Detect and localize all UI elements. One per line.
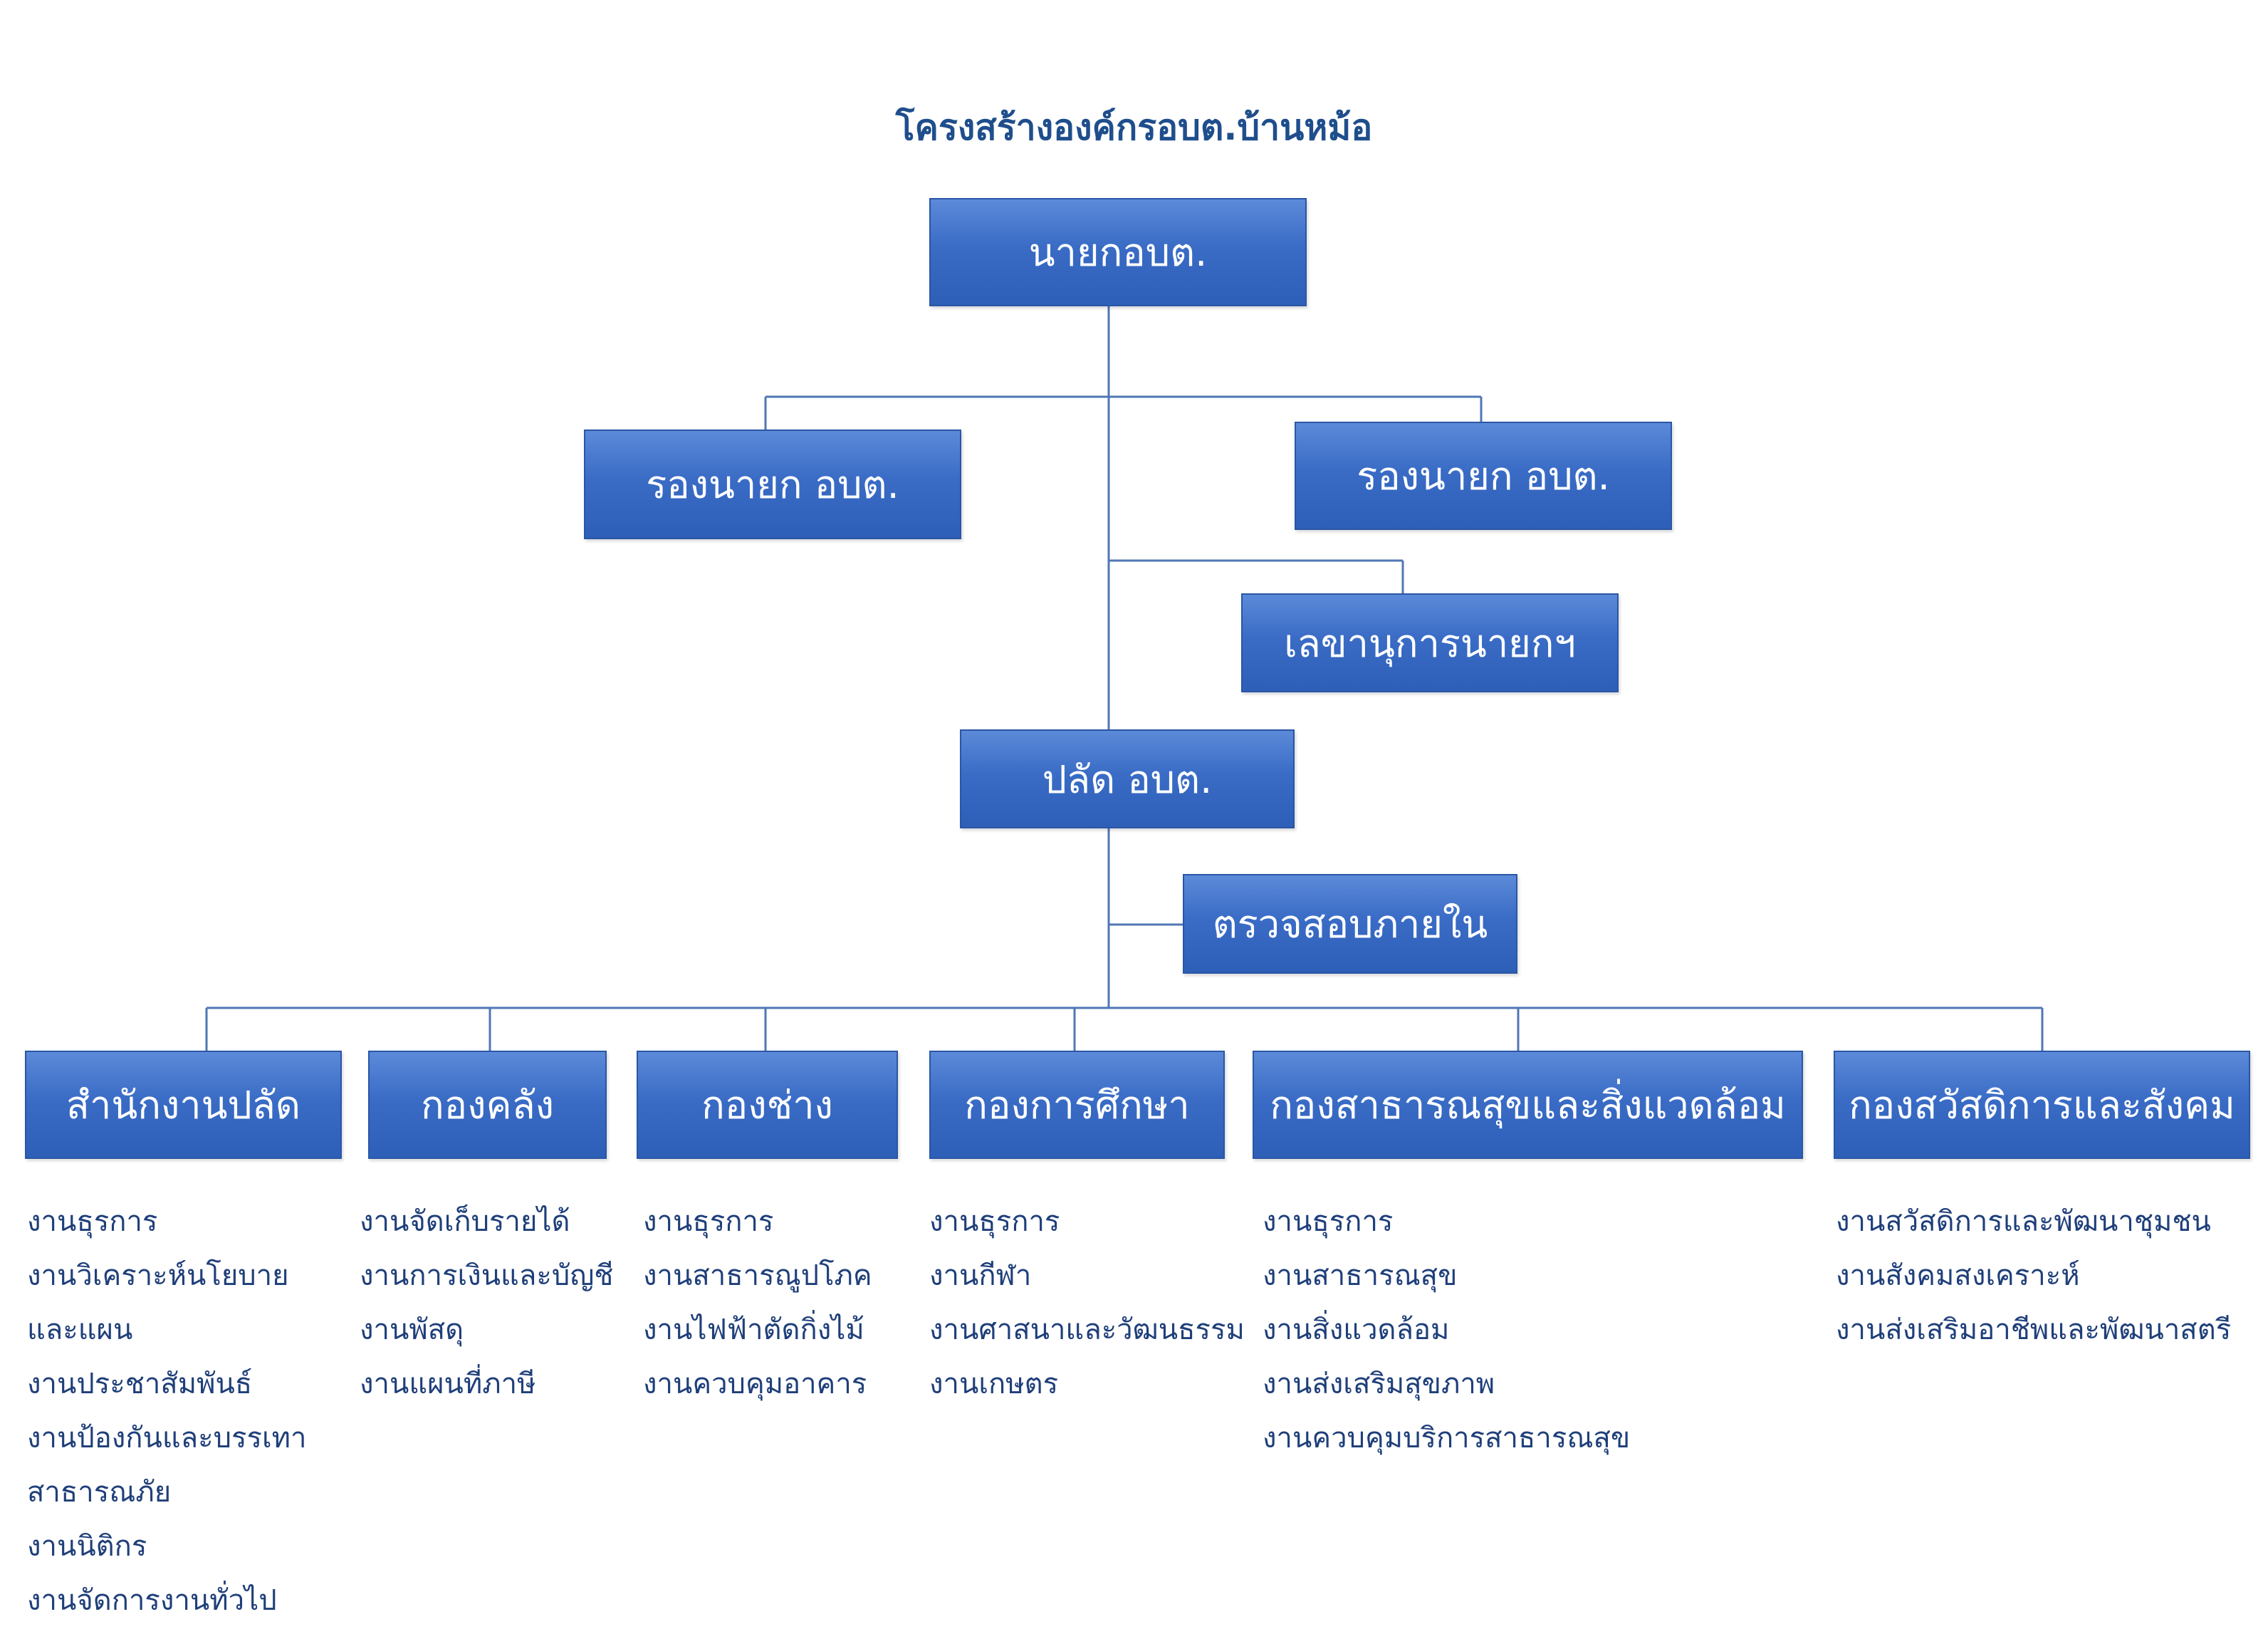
list-item: งานประชาสัมพันธ์ <box>27 1368 253 1400</box>
department-box-office: สำนักงานปลัด <box>25 1051 342 1159</box>
list-item: งานจัดการงานทั่วไป <box>27 1584 277 1617</box>
list-item: งานธุรการ <box>1263 1205 1394 1238</box>
deputy-mayor-right-box: รองนายก อบต. <box>1295 422 1672 530</box>
list-item: และแผน <box>27 1313 133 1346</box>
task-list-office: งานธุรการ งานวิเคราะห์นโยบาย และแผน งานป… <box>27 1195 306 1628</box>
list-item: งานสาธารณสุข <box>1263 1259 1458 1292</box>
list-item: งานควบคุมอาคาร <box>643 1368 867 1400</box>
secretary-box: เลขานุการนายกฯ <box>1241 593 1619 692</box>
list-item: งานกีฬา <box>929 1259 1032 1292</box>
department-box-education: กองการศึกษา <box>929 1051 1225 1159</box>
mayor-box: นายกอบต. <box>929 198 1307 306</box>
department-box-engineering: กองช่าง <box>637 1051 898 1159</box>
list-item: งานธุรการ <box>27 1205 158 1238</box>
list-item: สาธารณภัย <box>27 1476 172 1509</box>
list-item: งานแผนที่ภาษี <box>360 1368 536 1400</box>
list-item: งานจัดเก็บรายได้ <box>360 1205 570 1238</box>
internal-audit-box: ตรวจสอบภายใน <box>1183 874 1517 974</box>
list-item: งานสังคมสงเคราะห์ <box>1836 1259 2080 1292</box>
clerk-box: ปลัด อบต. <box>960 729 1295 828</box>
deputy-mayor-left-box: รองนายก อบต. <box>584 430 961 539</box>
list-item: งานนิติกร <box>27 1530 147 1563</box>
department-box-welfare: กองสวัสดิการและสังคม <box>1834 1051 2250 1159</box>
list-item: งานป้องกันและบรรเทา <box>27 1422 307 1455</box>
list-item: งานศาสนาและวัฒนธรรม <box>929 1313 1245 1346</box>
list-item: งานสาธารณูปโภค <box>643 1259 872 1292</box>
list-item: งานส่งเสริมสุขภาพ <box>1263 1368 1495 1400</box>
task-list-welfare: งานสวัสดิการและพัฒนาชุมชน งานสังคมสงเครา… <box>1836 1195 2231 1357</box>
task-list-engineering: งานธุรการ งานสาธารณูปโภค งานไฟฟ้าตัดกิ่ง… <box>643 1195 872 1411</box>
task-list-public-health: งานธุรการ งานสาธารณสุข งานสิ่งแวดล้อม งา… <box>1263 1195 1630 1465</box>
list-item: งานธุรการ <box>643 1205 774 1238</box>
department-box-public-health: กองสาธารณสุขและสิ่งแวดล้อม <box>1253 1051 1803 1159</box>
list-item: งานธุรการ <box>929 1205 1060 1238</box>
list-item: งานส่งเสริมอาชีพและพัฒนาสตรี <box>1836 1313 2232 1346</box>
list-item: งานควบคุมบริการสาธารณสุข <box>1263 1422 1631 1455</box>
department-box-finance: กองคลัง <box>368 1051 607 1159</box>
list-item: งานเกษตร <box>929 1368 1059 1400</box>
list-item: งานวิเคราะห์นโยบาย <box>27 1259 289 1292</box>
chart-title: โครงสร้างองค์กรอบต.บ้านหม้อ <box>895 107 1373 148</box>
task-list-finance: งานจัดเก็บรายได้ งานการเงินและบัญชี งานพ… <box>360 1195 613 1411</box>
list-item: งานไฟฟ้าตัดกิ่งไม้ <box>643 1313 864 1346</box>
list-item: งานพัสดุ <box>360 1313 464 1346</box>
task-list-education: งานธุรการ งานกีฬา งานศาสนาและวัฒนธรรม งา… <box>929 1195 1245 1411</box>
list-item: งานสิ่งแวดล้อม <box>1263 1313 1450 1346</box>
list-item: งานสวัสดิการและพัฒนาชุมชน <box>1836 1205 2211 1238</box>
list-item: งานการเงินและบัญชี <box>360 1259 614 1292</box>
